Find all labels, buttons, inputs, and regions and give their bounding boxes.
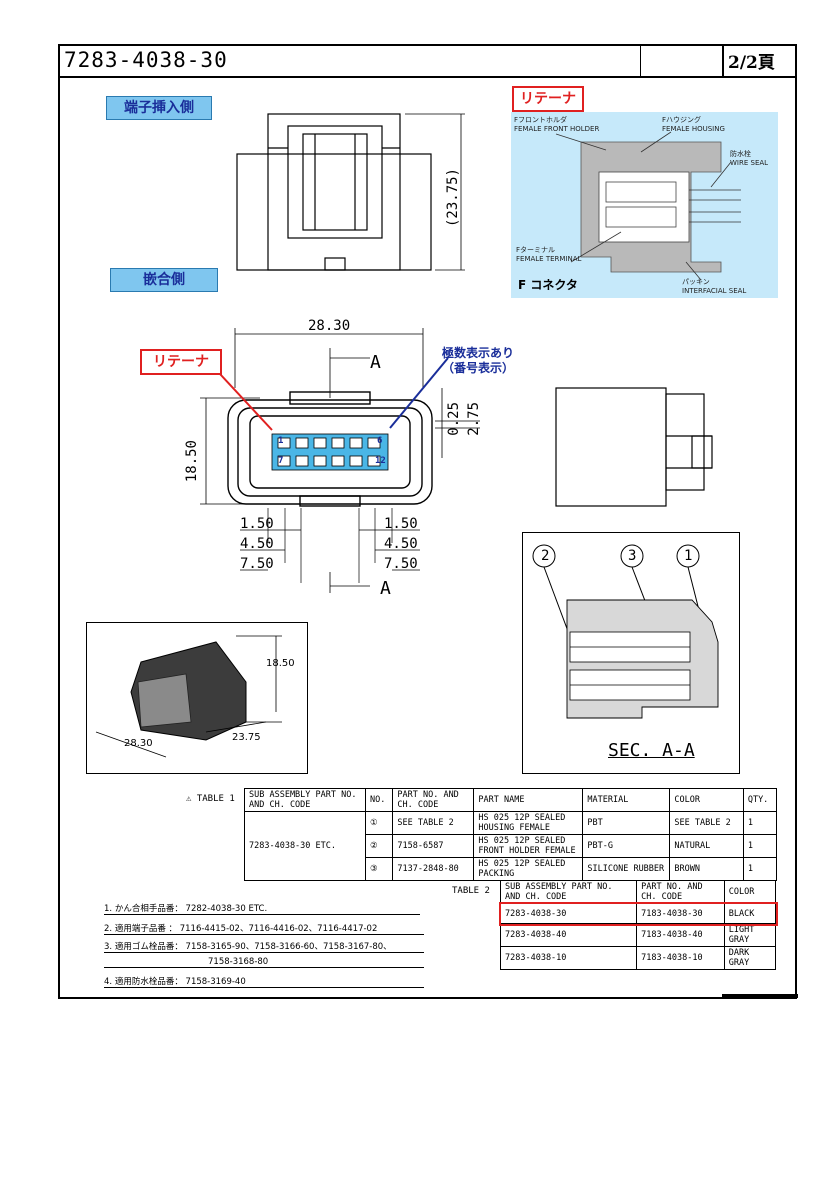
front-height-dim: 18.50 [184,440,200,483]
section-mark-bottom: A [380,578,391,599]
dim-150-right: 1.50 [384,516,418,532]
mating-side-label: 嵌合側 [110,268,218,292]
note-1: 1. かん合相手品番： 7282-4038-30 ETC. [104,902,420,915]
table2-label: TABLE 2 [452,886,490,896]
header-divider [640,44,641,76]
insert-side-label: 端子挿入側 [106,96,212,120]
width-dim: 28.30 [308,318,351,334]
note-4: 4. 適用防水栓品番： 7158-3169-40 [104,975,424,988]
dim-275: 2.75 [466,402,482,436]
top-height-dim: (23.75) [445,168,461,228]
header-divider [58,76,797,78]
cutaway-drawing [555,131,741,281]
dim-750-left: 7.50 [240,556,274,572]
retainer-label-top: リテーナ [512,86,584,112]
balloon-2: 2 [541,548,550,564]
drawing-frame [58,44,797,999]
isometric-drawing [95,635,282,758]
retainer-label-front: リテーナ [140,349,222,375]
table1-label: ⚠ TABLE 1 [186,794,235,804]
dim-450-right: 4.50 [384,536,418,552]
corner-bar [722,994,798,998]
polarity-note: 極数表示あり（番号表示） [442,346,515,375]
top-view-drawing [236,113,465,271]
note-2: 2. 適用端子品番 ： 7116-4415-02、7116-4416-02、71… [104,922,424,935]
iso-height-dim: 18.50 [266,658,295,669]
iso-depth-dim: 23.75 [232,732,261,743]
dim-150-left: 1.50 [240,516,274,532]
dim-025: 0.25 [446,402,462,436]
note-3: 3. 適用ゴム栓品番： 7158-3165-90、7158-3166-60、71… [104,940,424,953]
dim-750-right: 7.50 [384,556,418,572]
pin-number-1: 1 [278,436,284,446]
f-connector-label: F コネクタ [518,278,578,292]
balloon-1: 1 [684,548,693,564]
page-number: 2/2頁 [728,53,775,73]
note-3-cont: 7158-3168-80 [104,957,424,968]
side-view-drawing [555,387,713,507]
pin-number-7: 7 [278,456,284,466]
dim-450-left: 4.50 [240,536,274,552]
balloon-3: 3 [628,548,637,564]
iso-width-dim: 28.30 [124,738,153,749]
table1: SUB ASSEMBLY PART NO. AND CH. CODE NO. P… [244,788,778,881]
table1-header-row: SUB ASSEMBLY PART NO. AND CH. CODE NO. P… [244,788,778,812]
section-title: SEC. A-A [608,740,695,761]
pin-number-12: 12 [375,456,386,466]
section-view-box [522,532,740,774]
isometric-view-box [86,622,308,774]
section-drawing [532,544,719,719]
section-mark-top: A [370,352,381,373]
drawing-title: 7283-4038-30 [64,48,228,72]
pin-number-6: 6 [377,436,383,446]
front-view-drawing [200,328,480,593]
header-divider [722,44,724,76]
